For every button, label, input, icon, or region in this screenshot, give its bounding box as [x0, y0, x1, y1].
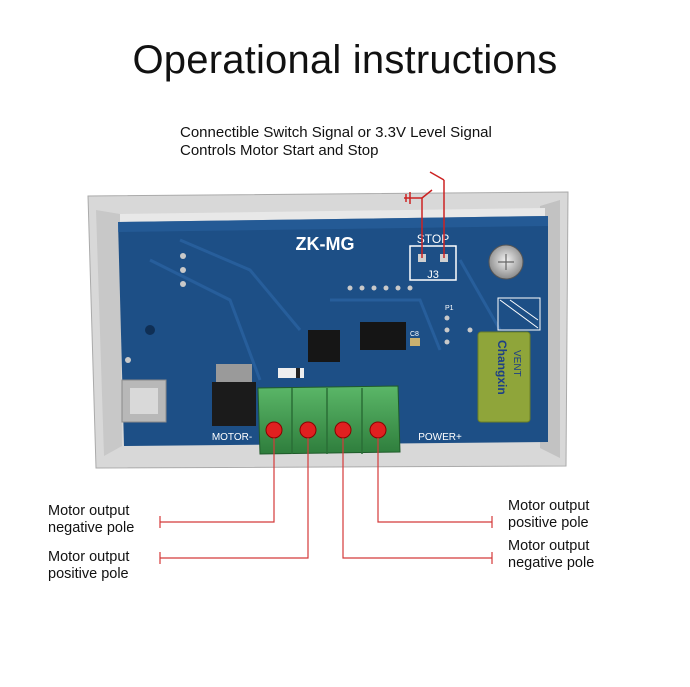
relay-vent-text: VENT [511, 350, 522, 377]
terminal-4-label: Motor output positive pole [508, 498, 590, 531]
diode [278, 368, 304, 378]
switch-symbol [404, 171, 445, 258]
terminal-block [257, 385, 401, 455]
board-model-label: ZK-MG [296, 234, 355, 254]
leader-terminal-2 [160, 438, 309, 559]
leader-terminal-1 [160, 438, 275, 523]
relay: Changxin VENT [477, 331, 531, 423]
terminal-screw-1 [265, 421, 283, 439]
mosfet-right [212, 364, 256, 426]
smd-part [410, 338, 420, 346]
regulator-chip [308, 330, 340, 362]
control-note-line-1: Connectible Switch Signal or 3.3V Level … [180, 124, 492, 141]
stop-label: STOP [417, 232, 449, 246]
control-note-line-2: Controls Motor Start and Stop [180, 142, 379, 159]
terminal-screw-4 [369, 421, 387, 439]
chip-label: C8 [410, 331, 419, 338]
header-label: J3 [427, 269, 439, 281]
leader-terminal-4 [377, 438, 492, 523]
leader-lines [159, 438, 493, 564]
terminal-1-label: Motor output negative pole [48, 503, 135, 536]
power-terminal-label: POWER+ [418, 432, 462, 443]
terminal-screw-2 [299, 421, 317, 439]
electrolytic-capacitor [488, 244, 524, 280]
terminal-3-label: Motor output negative pole [508, 538, 595, 571]
ic-chip [360, 322, 406, 350]
page-title: Operational instructions [132, 38, 558, 82]
leader-terminal-3 [342, 438, 492, 559]
motor-terminal-label: MOTOR- [212, 432, 252, 443]
mosfet-left [121, 379, 167, 423]
terminal-2-label: Motor output positive pole [48, 549, 130, 582]
control-signal-note: Connectible Switch Signal or 3.3V Level … [180, 124, 492, 160]
part-label: P1 [445, 305, 454, 312]
terminal-screw-3 [334, 421, 352, 439]
relay-brand: Changxin [495, 340, 509, 395]
